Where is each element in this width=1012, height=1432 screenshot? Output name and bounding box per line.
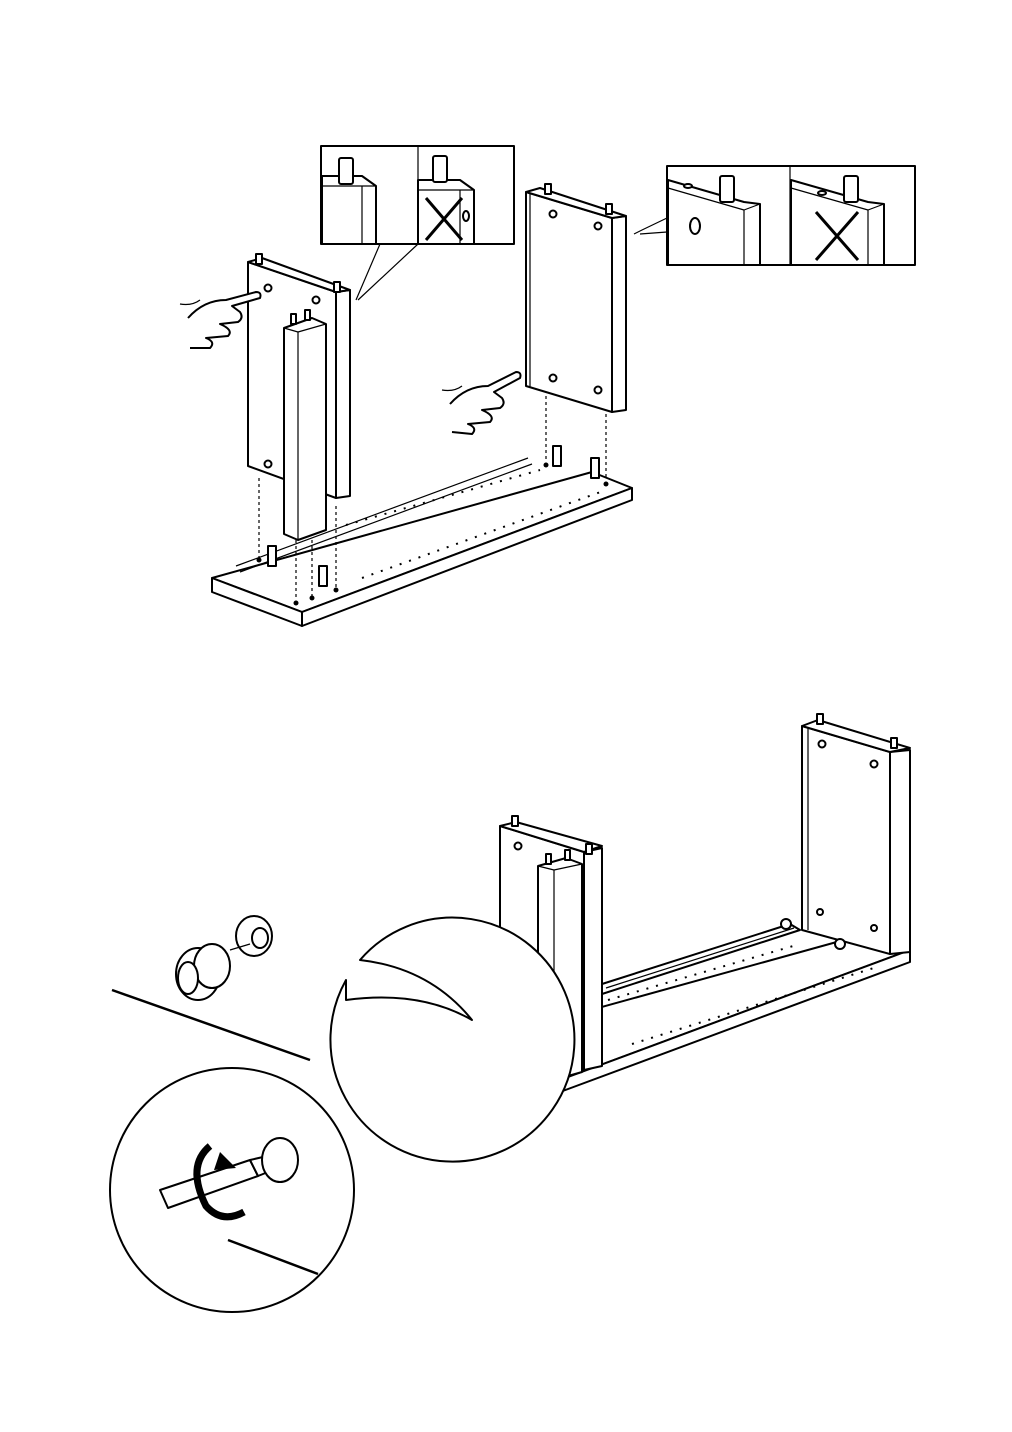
wrong-cross-icon <box>814 211 860 261</box>
detail-box-dowel-orientation-left <box>320 145 515 301</box>
cam-lock-fitting-icon <box>175 915 273 1001</box>
side-panel-right <box>525 183 627 413</box>
dowel-pins <box>256 396 609 606</box>
screwdriver-icon <box>159 1137 299 1209</box>
step-4-illustration <box>109 713 911 1313</box>
side-panel-right <box>801 713 911 955</box>
detail-box-dowel-orientation-right <box>633 165 916 266</box>
detail-circle-cam-lock <box>111 915 576 1163</box>
base-panel <box>211 457 633 627</box>
wrong-cross-icon <box>424 197 464 241</box>
detail-circle-screwdriver <box>109 1067 355 1313</box>
pointing-hand-icon <box>179 291 262 349</box>
partition-panel <box>283 309 327 541</box>
step-3-illustration <box>179 145 916 627</box>
rotate-arrow-icon <box>193 1143 246 1221</box>
pointing-hand-icon <box>441 371 522 435</box>
